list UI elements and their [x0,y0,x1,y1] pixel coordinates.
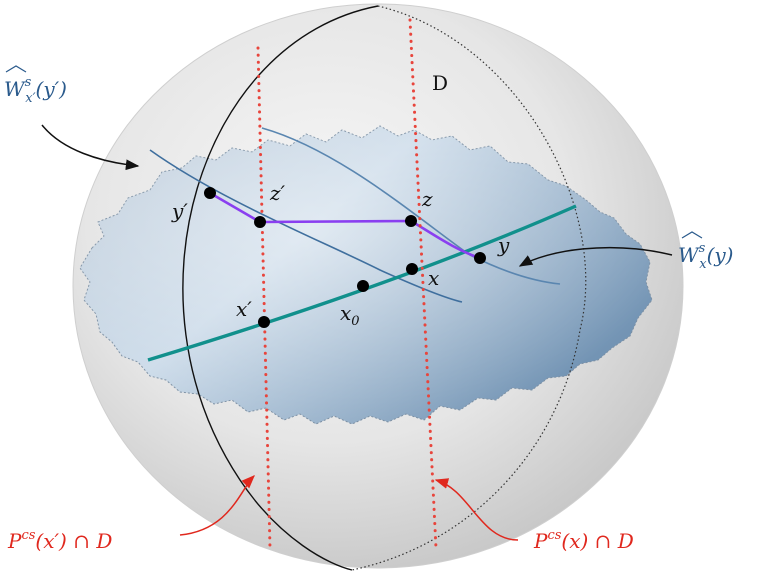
label-x0: x0 [340,301,360,329]
point-x-prime [258,316,270,328]
center-plaque-left-label: Pcs(x′) ∩ D [7,528,112,553]
domain-boundary-left [182,5,379,571]
label-x-prime: x′ [236,297,252,321]
stable-curve-lower [149,149,463,303]
svg-text:Wsx(y): Wsx(y) [678,241,733,272]
arrow-to-right-plaque [434,478,519,541]
point-z [405,215,417,227]
point-y [474,252,486,264]
center-plaque-left [256,46,272,550]
arrow-to-right-stable [518,246,673,267]
label-y-prime: y′ [171,199,188,223]
point-z-prime [254,216,266,228]
label-z: z [421,187,433,211]
point-x [406,263,418,275]
point-x0 [357,280,369,292]
unstable-curve [147,204,577,362]
label-z-prime: z′ [269,181,286,205]
stable-curve-upper [261,127,561,285]
arrow-to-left-plaque [179,475,255,536]
center-plaque-right-label: Pcs(x) ∩ D [533,528,634,553]
label-y: y [497,233,510,257]
label-x: x [428,266,439,290]
svg-text:Wsx′(y′): Wsx′(y′) [4,75,67,106]
domain-boundary-right [351,5,587,571]
point-y-prime [204,187,216,199]
arrow-to-left-stable [41,124,140,171]
domain-label: D [432,71,448,95]
center-plaque-right [408,18,438,550]
